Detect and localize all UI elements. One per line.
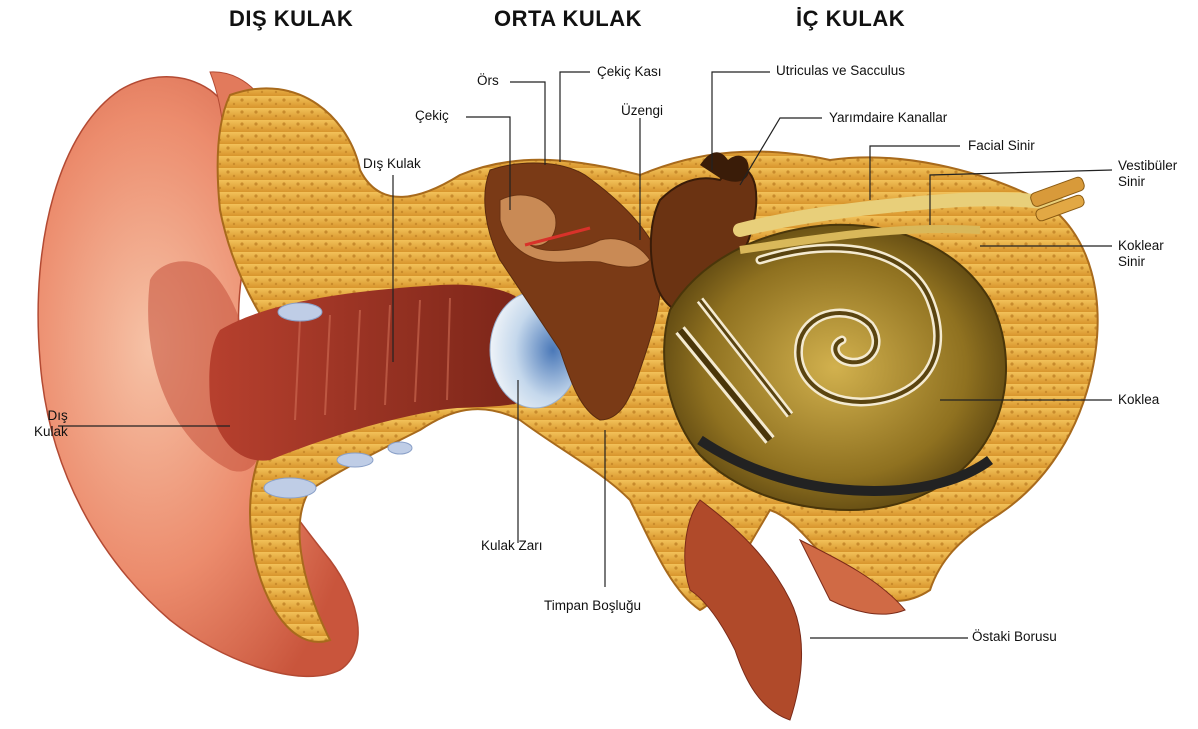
section-title-middle: ORTA KULAK <box>494 6 642 32</box>
label-line: Vestibüler <box>1118 158 1177 174</box>
label-utriculas-sacculus: Utriculas ve Sacculus <box>776 63 905 79</box>
label-yarimdaire-kanallar: Yarımdaire Kanallar <box>829 110 947 126</box>
label-dis-kulak-canal: Dış Kulak <box>363 156 421 172</box>
label-koklear-sinir: Koklear Sinir <box>1118 238 1164 270</box>
label-vestibuler-sinir: Vestibüler Sinir <box>1118 158 1177 190</box>
section-title-inner: İÇ KULAK <box>796 6 905 32</box>
cartilage-oval <box>388 442 412 454</box>
cartilage-oval <box>337 453 373 467</box>
label-koklea: Koklea <box>1118 392 1159 408</box>
label-dis-kulak-outer: Dış Kulak <box>34 408 68 440</box>
cartilage-oval <box>264 478 316 498</box>
label-line: Kulak <box>34 424 68 440</box>
section-title-outer: DIŞ KULAK <box>229 6 353 32</box>
label-cekic: Çekiç <box>415 108 449 124</box>
label-line: Sinir <box>1118 254 1164 270</box>
cartilage-oval <box>278 303 322 321</box>
cochlea <box>664 225 1006 510</box>
label-timpan-boslugu: Timpan Boşluğu <box>544 598 641 614</box>
label-line: Koklear <box>1118 238 1164 254</box>
label-ors: Örs <box>477 73 499 89</box>
label-cekic-kasi: Çekiç Kası <box>597 64 662 80</box>
label-kulak-zari: Kulak Zarı <box>481 538 543 554</box>
label-line: Sinir <box>1118 174 1177 190</box>
label-line: Dış <box>34 408 68 424</box>
label-ostaki-borusu: Östaki Borusu <box>972 629 1057 645</box>
label-facial-sinir: Facial Sinir <box>968 138 1035 154</box>
label-uzengi: Üzengi <box>621 103 663 119</box>
